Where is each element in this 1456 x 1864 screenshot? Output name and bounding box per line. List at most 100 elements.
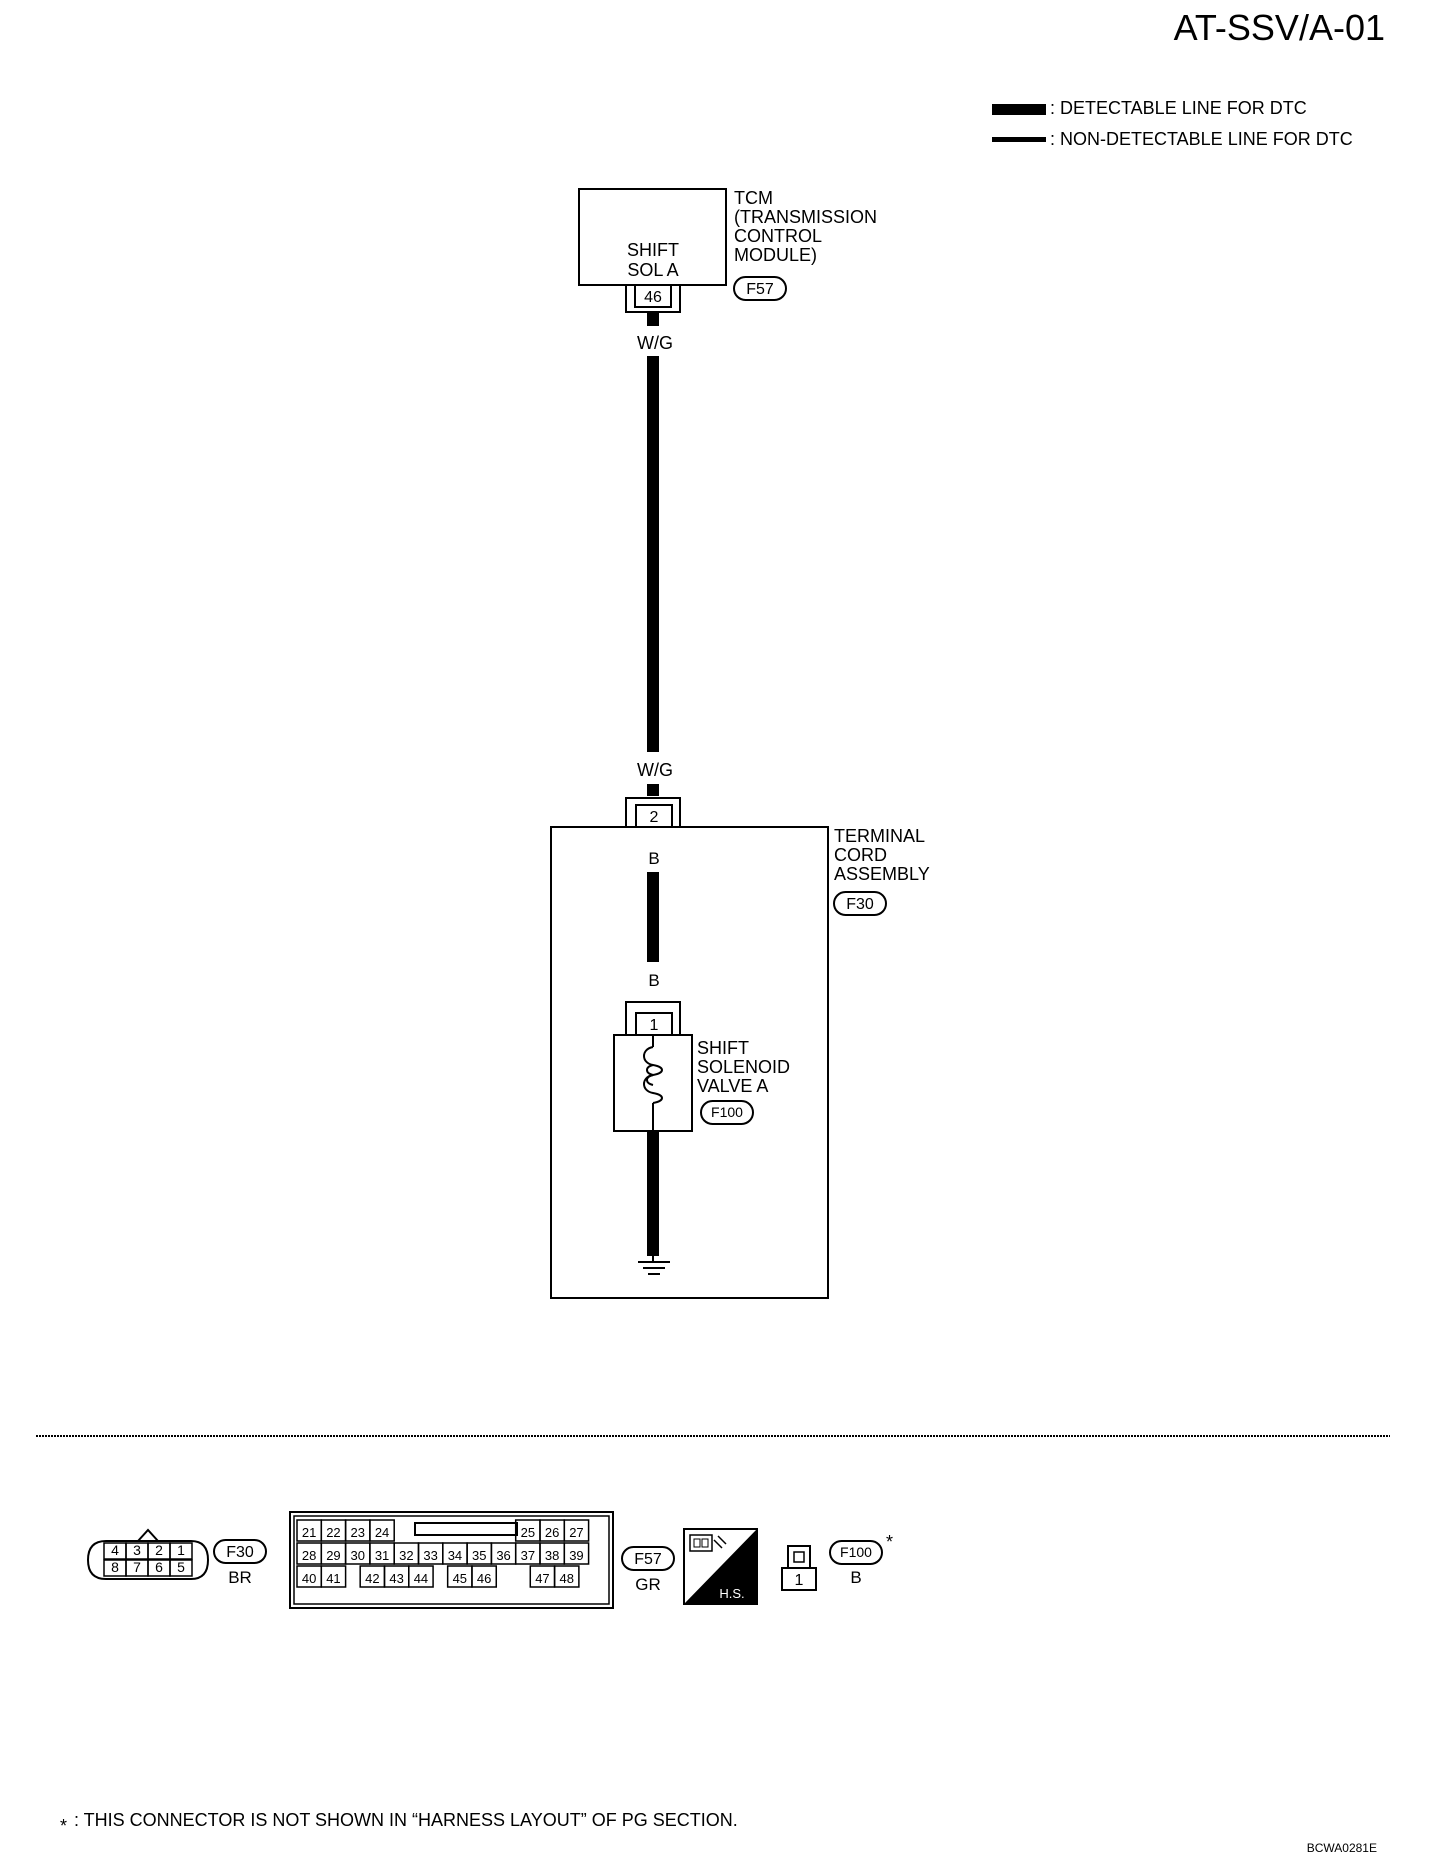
- solenoid-label-line-2: SOLENOID: [697, 1057, 790, 1077]
- terminal-cord-assembly: 2 TERMINAL CORD ASSEMBLY F30 B B 1 SHIFT…: [550, 797, 930, 1299]
- cavity-number: 23: [351, 1525, 365, 1540]
- cavity-number: 5: [177, 1559, 185, 1575]
- cavity-number: 2: [155, 1542, 163, 1558]
- cavity-box: [169, 1559, 193, 1577]
- solenoid-connector-tag: F100: [711, 1104, 743, 1120]
- f100-star: *: [886, 1532, 893, 1552]
- page-code: AT-SSV/A-01: [1174, 7, 1385, 48]
- inner-wire-color-top: B: [648, 849, 659, 868]
- f57-tag-oval: [621, 1546, 675, 1571]
- cavity-number: 38: [545, 1548, 559, 1563]
- connector-view-f100: 1 F100 * B: [781, 1532, 893, 1591]
- tcm-label-line-3: CONTROL: [734, 226, 822, 246]
- cavity-number: 36: [496, 1548, 510, 1563]
- tcm-label-line-1: TCM: [734, 188, 773, 208]
- cavity-number: 7: [133, 1559, 141, 1575]
- inner-wire-color-bottom: B: [648, 971, 659, 990]
- tcm-pin-label-line-1: SHIFT: [627, 240, 679, 260]
- detectable-line-label: : DETECTABLE LINE FOR DTC: [1050, 98, 1307, 118]
- terminal-cord-tag-oval: [833, 891, 887, 916]
- f100-pin-box: [781, 1567, 817, 1591]
- cavity-number: 22: [326, 1525, 340, 1540]
- terminal-cord-label-line-3: ASSEMBLY: [834, 864, 930, 884]
- cavity-number: 47: [535, 1571, 549, 1586]
- footnote-text: : THIS CONNECTOR IS NOT SHOWN IN “HARNES…: [74, 1810, 738, 1830]
- tcm-pin-box: [634, 284, 672, 308]
- coil-icon: [643, 1035, 663, 1131]
- footnote-star: *: [60, 1816, 67, 1836]
- non-detectable-line-label: : NON-DETECTABLE LINE FOR DTC: [1050, 129, 1353, 149]
- cavity-number: 35: [472, 1548, 486, 1563]
- cavity-number: 21: [302, 1525, 316, 1540]
- terminal-cord-box: [550, 826, 829, 1299]
- cavity-number: 25: [521, 1525, 535, 1540]
- f100-pin-number: 1: [795, 1572, 804, 1589]
- f100-tag: F100: [840, 1544, 872, 1560]
- f57-center-latch: [414, 1522, 518, 1536]
- cavity-number: 31: [375, 1548, 389, 1563]
- cavity-number: 43: [389, 1571, 403, 1586]
- footnote: * : THIS CONNECTOR IS NOT SHOWN IN “HARN…: [60, 1810, 738, 1836]
- cavity-number: 6: [155, 1559, 163, 1575]
- cavity-number: 8: [111, 1559, 119, 1575]
- cavity-number: 33: [423, 1548, 437, 1563]
- cavity-number: 40: [302, 1571, 316, 1586]
- cavity-number: 41: [326, 1571, 340, 1586]
- cavity-number: 3: [133, 1542, 141, 1558]
- tcm-pin-number: 46: [644, 289, 662, 306]
- f57-connector-outer: [289, 1511, 614, 1609]
- f57-color: GR: [635, 1575, 661, 1594]
- tcm-label-line-4: MODULE): [734, 245, 817, 265]
- tcm-connector-tag-oval: [733, 276, 787, 301]
- non-detectable-line-swatch: [992, 137, 1046, 142]
- f100-color: B: [850, 1568, 861, 1587]
- cavity-number: 32: [399, 1548, 413, 1563]
- solenoid-label-line-3: VALVE A: [697, 1076, 768, 1096]
- solenoid-tag-oval: [700, 1100, 754, 1125]
- terminal-cord-label-line-1: TERMINAL: [834, 826, 925, 846]
- wire-segment-lower: [647, 784, 659, 796]
- cavity-number: 48: [559, 1571, 573, 1586]
- cavity-box: [408, 1565, 434, 1588]
- harness-side-label: H.S.: [719, 1586, 744, 1601]
- cavity-box: [563, 1519, 590, 1542]
- f30-color: BR: [228, 1568, 252, 1587]
- tcm-label-line-2: (TRANSMISSION: [734, 207, 877, 227]
- f100-connector-body: [787, 1545, 811, 1569]
- inner-wire-segment: [647, 872, 659, 962]
- cavity-number: 39: [569, 1548, 583, 1563]
- cavity-number: 28: [302, 1548, 316, 1563]
- cavity-number: 42: [365, 1571, 379, 1586]
- terminal-cord-connector-tag: F30: [846, 896, 874, 913]
- wire-color-top: W/G: [637, 333, 673, 353]
- cavity-number: 44: [414, 1571, 428, 1586]
- f30-tag-oval: [213, 1539, 267, 1564]
- cavity-number: 27: [569, 1525, 583, 1540]
- solenoid-label-line-1: SHIFT: [697, 1038, 749, 1058]
- cavity-number: 29: [326, 1548, 340, 1563]
- tcm-block: SHIFT SOL A TCM (TRANSMISSION CONTROL MO…: [578, 188, 877, 313]
- cavity-number: 30: [351, 1548, 365, 1563]
- tcm-pin-label-line-2: SOL A: [627, 260, 678, 280]
- cavity-box: [563, 1542, 590, 1565]
- ground-wire-segment: [647, 1131, 659, 1256]
- cavity-number: 45: [453, 1571, 467, 1586]
- detectable-line-swatch: [992, 104, 1046, 115]
- f57-connector-inner: [293, 1515, 610, 1605]
- harness-side-icon: H.S.: [683, 1528, 758, 1605]
- wire-segment-top: [647, 312, 659, 326]
- terminal-cord-pin-bracket: [625, 797, 681, 827]
- cavity-box: [471, 1565, 498, 1588]
- solenoid-pin-bracket: [625, 1001, 681, 1035]
- f30-latch: [137, 1528, 159, 1542]
- terminal-cord-label-line-2: CORD: [834, 845, 887, 865]
- cavity-number: 34: [448, 1548, 462, 1563]
- wire-color-bottom: W/G: [637, 760, 673, 780]
- cavity-box: [320, 1565, 347, 1588]
- f100-tag-oval: [829, 1540, 883, 1565]
- cavity-number: 26: [545, 1525, 559, 1540]
- terminal-cord-pin-box: [635, 804, 673, 828]
